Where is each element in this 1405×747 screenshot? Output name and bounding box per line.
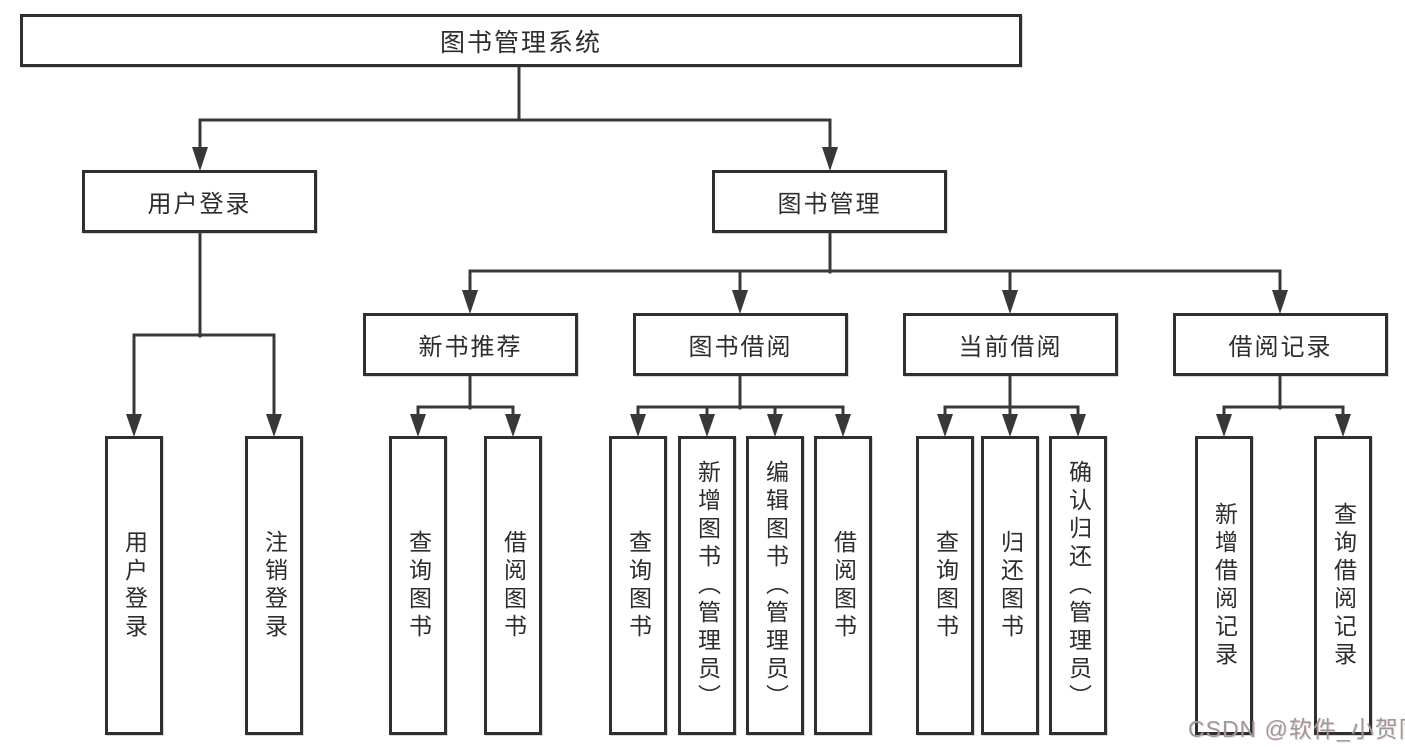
arrow-down-icon (1002, 290, 1018, 314)
leaf-query-borrow-record: 查询借阅记录 (1314, 436, 1372, 735)
leaf-borrowing-borrow-books-label: 借阅图书 (830, 529, 857, 642)
arrow-down-icon (732, 290, 748, 314)
arrow-down-icon (192, 147, 208, 171)
leaf-add-book-admin-label: 新增图书（管理员） (694, 459, 721, 712)
leaf-current-query-books-label: 查询图书 (932, 529, 959, 642)
arrow-down-icon (630, 414, 646, 437)
node-new-book-recommend: 新书推荐 (363, 313, 578, 376)
leaf-borrowing-query-books-label: 查询图书 (625, 529, 652, 642)
leaf-confirm-return-admin: 确认归还（管理员） (1049, 436, 1107, 735)
leaf-add-book-admin: 新增图书（管理员） (678, 436, 736, 735)
arrow-down-icon (1335, 414, 1351, 437)
leaf-recommend-query-books: 查询图书 (389, 436, 447, 735)
leaf-recommend-query-books-label: 查询图书 (405, 529, 432, 642)
arrow-down-icon (126, 414, 142, 437)
arrow-down-icon (1272, 290, 1288, 314)
node-current-borrowing-label: 当前借阅 (958, 334, 1063, 361)
leaf-recommend-borrow-books-label: 借阅图书 (500, 529, 527, 642)
leaf-add-borrow-record: 新增借阅记录 (1195, 436, 1253, 735)
connector-lines (132, 65, 1345, 419)
node-book-management: 图书管理 (712, 170, 947, 233)
leaf-confirm-return-admin-label: 确认归还（管理员） (1065, 459, 1092, 712)
arrow-down-icon (835, 414, 851, 437)
node-library-management-system: 图书管理系统 (20, 14, 1022, 67)
leaf-return-books: 归还图书 (981, 436, 1039, 735)
leaf-logout-label: 注销登录 (261, 529, 288, 642)
leaf-return-books-label: 归还图书 (997, 529, 1024, 642)
leaf-user-login: 用户登录 (105, 436, 163, 735)
node-user-login: 用户登录 (82, 170, 317, 233)
csdn-watermark: CSDN @软件_小贺同学 (1188, 716, 1405, 742)
arrow-down-icon (1070, 414, 1086, 437)
arrow-down-icon (822, 147, 838, 171)
node-new-book-recommend-label: 新书推荐 (418, 334, 523, 361)
leaf-edit-book-admin: 编辑图书（管理员） (746, 436, 804, 735)
leaf-borrowing-query-books: 查询图书 (609, 436, 667, 735)
leaf-edit-book-admin-label: 编辑图书（管理员） (762, 459, 789, 712)
leaf-add-borrow-record-label: 新增借阅记录 (1211, 501, 1238, 670)
node-book-borrowing-label: 图书借阅 (688, 334, 793, 361)
node-user-login-label: 用户登录 (147, 191, 252, 218)
node-book-management-label: 图书管理 (777, 191, 882, 218)
arrow-down-icon (505, 414, 521, 437)
node-current-borrowing: 当前借阅 (903, 313, 1118, 376)
arrow-down-icon (1216, 414, 1232, 437)
node-borrowing-records: 借阅记录 (1173, 313, 1388, 376)
node-library-management-system-label: 图书管理系统 (439, 28, 602, 57)
arrow-down-icon (767, 414, 783, 437)
arrow-down-icon (1002, 414, 1018, 437)
arrow-down-icon (937, 414, 953, 437)
leaf-user-login-label: 用户登录 (121, 529, 148, 642)
node-borrowing-records-label: 借阅记录 (1228, 334, 1333, 361)
leaf-query-borrow-record-label: 查询借阅记录 (1330, 501, 1357, 670)
arrow-down-icon (410, 414, 426, 437)
arrow-down-icon (699, 414, 715, 437)
leaf-recommend-borrow-books: 借阅图书 (484, 436, 542, 735)
leaf-logout: 注销登录 (245, 436, 303, 735)
leaf-current-query-books: 查询图书 (916, 436, 974, 735)
leaf-borrowing-borrow-books: 借阅图书 (814, 436, 872, 735)
arrow-down-icon (462, 290, 478, 314)
node-book-borrowing: 图书借阅 (633, 313, 848, 376)
arrow-down-icon (266, 414, 282, 437)
